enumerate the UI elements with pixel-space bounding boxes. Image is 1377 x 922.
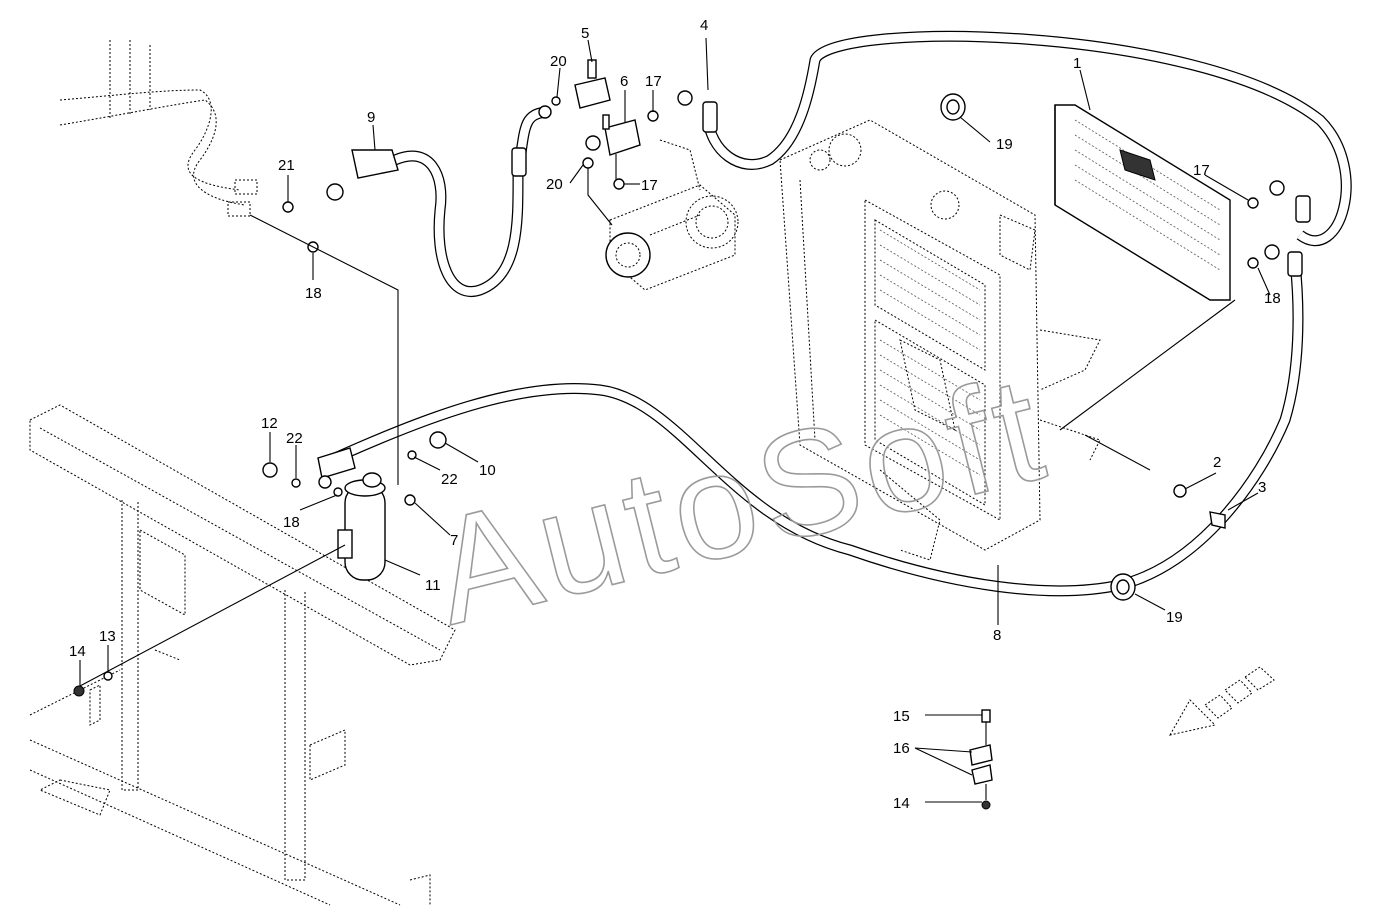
callout-14-clamp: 14 — [893, 795, 910, 812]
condenser — [1054, 104, 1231, 301]
callout-20-bottom: 20 — [546, 176, 563, 193]
callout-3: 3 — [1258, 479, 1266, 496]
callout-16: 16 — [893, 740, 910, 757]
callout-22-left: 22 — [286, 430, 303, 447]
callout-13: 13 — [99, 628, 116, 645]
callouts: 1 2 3 4 5 6 7 8 9 10 11 12 13 14 14 15 1… — [69, 17, 1281, 812]
callout-1: 1 — [1073, 55, 1081, 72]
hose-fittings — [317, 90, 1311, 479]
callout-17-condenser: 17 — [1193, 162, 1210, 179]
clamp-detail — [969, 709, 993, 810]
hose-8 — [332, 261, 1304, 597]
callout-17-compressor: 17 — [641, 177, 658, 194]
callout-14-frame: 14 — [69, 643, 86, 660]
callout-22-right: 22 — [441, 471, 458, 488]
callout-21: 21 — [278, 157, 295, 174]
callout-7: 7 — [450, 532, 458, 549]
callout-6: 6 — [620, 73, 628, 90]
grommet-19 — [940, 93, 1136, 601]
callout-15: 15 — [893, 708, 910, 725]
callout-18-condenser: 18 — [1264, 290, 1281, 307]
callout-20-top: 20 — [550, 53, 567, 70]
callout-18-hose: 18 — [305, 285, 322, 302]
callout-19-top: 19 — [996, 136, 1013, 153]
small-fittings — [73, 96, 1259, 697]
leader-lines — [79, 37, 1271, 803]
direction-arrow-icon — [1169, 666, 1275, 736]
callout-18-drier: 18 — [283, 514, 300, 531]
callout-11: 11 — [425, 577, 441, 594]
engine-hoses-background — [59, 40, 258, 217]
receiver-drier-11 — [337, 472, 386, 581]
hose-9 — [392, 150, 524, 297]
frame-structure — [29, 404, 456, 906]
callout-4: 4 — [700, 17, 708, 34]
callout-5: 5 — [581, 25, 589, 42]
switch-5 — [574, 59, 611, 109]
compressor — [605, 139, 739, 291]
callout-10: 10 — [479, 462, 496, 479]
radiator-assembly — [779, 119, 1101, 561]
callout-17-top: 17 — [645, 73, 662, 90]
callout-8: 8 — [993, 627, 1001, 644]
switch-6 — [585, 114, 641, 156]
callout-12: 12 — [261, 415, 278, 432]
callout-19-bottom: 19 — [1166, 609, 1183, 626]
callout-2: 2 — [1213, 454, 1221, 471]
callout-9: 9 — [367, 109, 375, 126]
